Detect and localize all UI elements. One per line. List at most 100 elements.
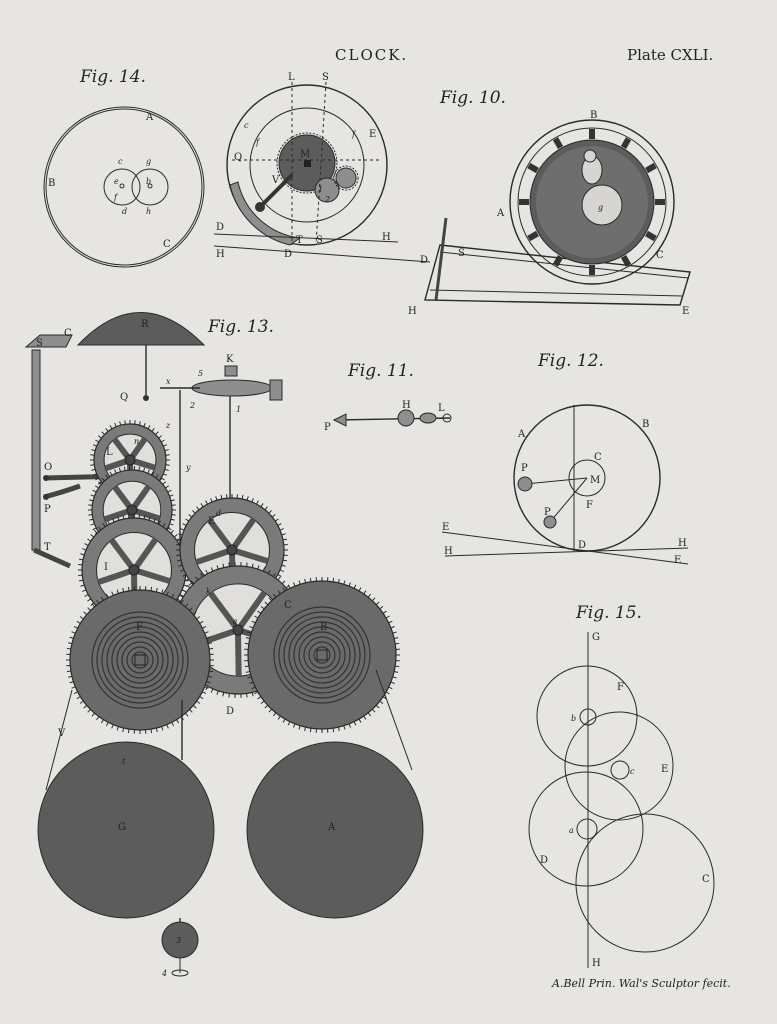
label: Q [234,152,242,163]
label: M [300,149,310,160]
mainspring-coil [283,616,361,694]
label: h [146,207,151,216]
label: n [134,437,139,446]
label: P [544,507,551,518]
label: c [244,121,249,130]
mainspring-coil [126,646,154,674]
label: V [271,175,280,186]
label: P [324,422,331,433]
hour-mark [645,162,657,174]
label: T [44,542,51,553]
gear-spoke [109,538,137,572]
gear-rim [247,580,397,730]
label: C [284,600,292,611]
mainspring-coil [101,621,179,699]
label: g [146,157,151,166]
label: Q [120,392,128,403]
label: A [327,822,336,833]
label: 5 [198,369,203,378]
hour-mark [552,137,564,149]
label: 1 [236,405,241,414]
mainspring-coil [91,611,189,709]
label: z [165,421,171,430]
label: P [521,463,528,474]
crown-wheel [191,379,273,397]
label: V [57,728,66,739]
label: H [216,249,225,260]
plate-number: Plate CXLI. [627,46,713,64]
label: D [216,222,224,233]
label: H [382,232,391,243]
gear-hub [128,564,140,576]
label: 3 [176,936,181,945]
label: d [122,207,127,216]
mainspring-coil [273,606,371,704]
gear-wheel [244,577,400,733]
label: c [630,767,635,776]
gear-wheel [66,586,214,734]
gear-spoke [131,537,159,572]
label: E [661,764,668,775]
label: a [569,826,574,835]
label: F [617,682,624,693]
fig15-caption: Fig. 15. [575,603,642,623]
hour-mark [519,199,529,205]
label: e [114,177,119,186]
figure-14: Fig. 14. A B C c g e b f d h [43,67,205,268]
gear-hub [226,544,238,556]
label: G [592,632,600,643]
label: G [118,822,126,833]
label: E [369,129,376,140]
label: y [185,463,191,472]
fig12-caption: Fig. 12. [537,351,604,371]
hour-mark [620,137,632,149]
figure-10: Fig. 10. B A C D S H E g [408,88,691,317]
label: L [438,403,445,414]
label: H [444,546,453,557]
weight-ball [581,184,623,226]
gear-spoke [235,590,268,632]
hour-mark [552,255,564,267]
gear-rim [69,589,211,731]
fig10-caption: Fig. 10. [439,88,506,108]
gear-spoke [207,518,235,552]
hour-mark [527,230,539,242]
label: c [118,157,123,166]
mainspring-coil [278,611,366,699]
label: H [402,400,411,411]
label: H [592,958,601,969]
gear-spoke [133,567,171,584]
hour-mark [527,162,539,174]
label: D [226,706,234,717]
fig14-caption: Fig. 14. [79,67,146,87]
label: C [64,328,72,339]
label: A [496,208,505,219]
label: k [206,587,211,596]
weight-g [37,741,215,919]
gear-hub [126,504,138,516]
label: f [255,138,261,147]
gear-spoke [229,517,257,552]
label: L [106,447,113,458]
label: M [590,475,600,486]
label: t [122,757,126,766]
label: D [540,855,548,866]
label: C [594,452,602,463]
label: E [208,516,215,527]
gear-spoke [195,547,233,565]
figure-11: Fig. 11. P H L [324,361,452,433]
mainspring-coil [131,651,149,669]
hour-mark [589,129,595,139]
label: g [598,203,603,212]
mainspring-coil [116,636,164,684]
label: S [458,248,465,259]
figure-15: Fig. 15. G F b E c a D C H [528,603,715,969]
fig14-outer-circle [43,106,205,268]
gear-hub [124,454,136,466]
fig10-clock-dial [509,119,675,285]
gear-spoke [235,629,242,677]
label: D [420,255,428,266]
label: f [351,130,357,139]
label: S [36,338,43,349]
